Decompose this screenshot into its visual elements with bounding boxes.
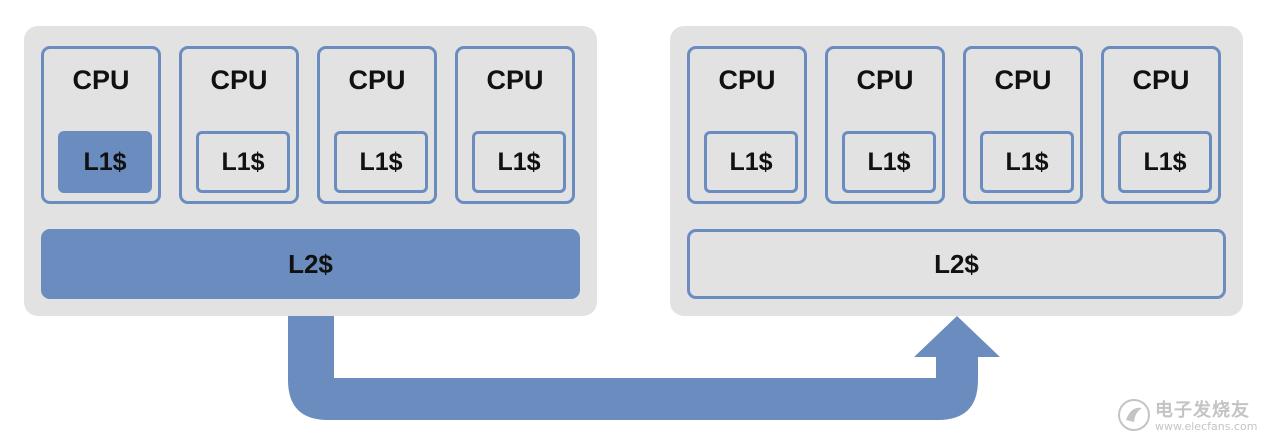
l1-cache: L1$ — [334, 131, 428, 193]
left-cpu-cluster: CPU L1$ CPU L1$ CPU L1$ CPU L1$ L2$ — [24, 26, 597, 316]
cpu-core: CPU L1$ — [455, 46, 575, 204]
l1-cache-active: L1$ — [58, 131, 152, 193]
l2-cache-active: L2$ — [41, 229, 580, 299]
watermark-url: www.elecfans.com — [1155, 420, 1258, 433]
cpu-core: CPU L1$ — [317, 46, 437, 204]
elecfans-logo-icon — [1118, 399, 1150, 431]
watermark-name: 电子发烧友 — [1155, 400, 1250, 421]
cpu-core: CPU L1$ — [687, 46, 807, 204]
l1-cache: L1$ — [704, 131, 798, 193]
cpu-label: CPU — [348, 65, 406, 95]
l1-cache: L1$ — [1118, 131, 1212, 193]
cpu-label: CPU — [210, 65, 268, 95]
watermark: 电子发烧友 www.elecfans.com — [1115, 396, 1258, 436]
cpu-core: CPU L1$ — [41, 46, 161, 204]
cpu-label: CPU — [486, 65, 544, 95]
cpu-core: CPU L1$ — [179, 46, 299, 204]
cpu-label: CPU — [72, 65, 130, 95]
right-cpu-cluster: CPU L1$ CPU L1$ CPU L1$ CPU L1$ L2$ — [670, 26, 1243, 316]
cpu-label: CPU — [718, 65, 776, 95]
l1-cache: L1$ — [842, 131, 936, 193]
cpu-core: CPU L1$ — [825, 46, 945, 204]
cpu-core: CPU L1$ — [963, 46, 1083, 204]
cpu-core: CPU L1$ — [1101, 46, 1221, 204]
l1-cache: L1$ — [472, 131, 566, 193]
l1-cache: L1$ — [980, 131, 1074, 193]
l1-cache: L1$ — [196, 131, 290, 193]
l2-cache: L2$ — [687, 229, 1226, 299]
cpu-label: CPU — [856, 65, 914, 95]
cpu-label: CPU — [994, 65, 1052, 95]
cpu-label: CPU — [1132, 65, 1190, 95]
